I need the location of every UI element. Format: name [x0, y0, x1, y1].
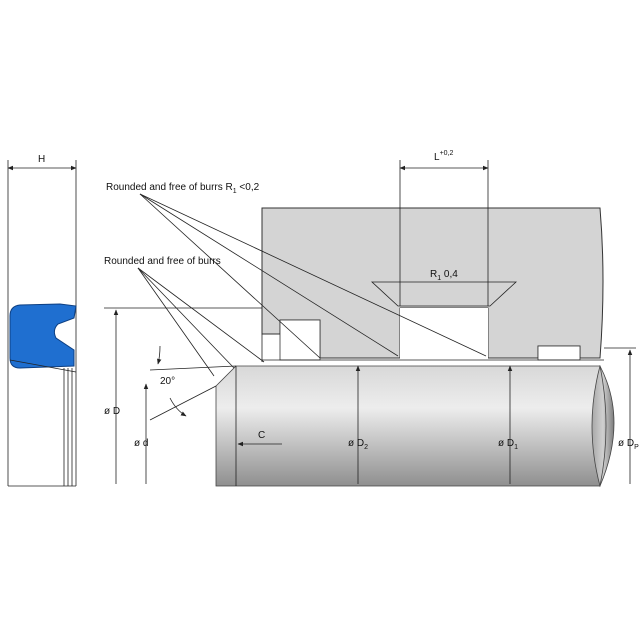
- leader-a: [137, 267, 215, 377]
- r1-label: R1 0,4: [430, 269, 458, 282]
- d1-label: ø D1: [498, 438, 518, 451]
- seal-profile: H: [7, 154, 77, 487]
- angle-ref-line: [149, 365, 237, 371]
- d-inner-label: ø d: [134, 438, 148, 449]
- c-label: C: [258, 430, 265, 441]
- r1-callout-triangle: [370, 281, 518, 307]
- rod-end-edge: [599, 365, 607, 487]
- seal-cross-section: [9, 303, 77, 369]
- dp-label: ø DP: [618, 438, 639, 451]
- h-label: H: [38, 154, 45, 165]
- angle-label: 20°: [160, 376, 175, 387]
- rod: [215, 364, 615, 488]
- leader-b: [137, 267, 235, 369]
- chamfer-angle: 20°: [149, 345, 237, 421]
- leader-c: [137, 267, 265, 363]
- relief-notch: [537, 345, 581, 361]
- d2-label: ø D2: [348, 438, 368, 451]
- groove-area: [400, 308, 488, 360]
- annotation-rounded-r1: Rounded and free of burrs R1 <0,2: [106, 182, 260, 195]
- leader-r1-c: [139, 193, 487, 357]
- l-label: L+0,2: [434, 150, 453, 163]
- annotation-rounded: Rounded and free of burrs: [104, 256, 221, 267]
- angle-arrow-top: [157, 345, 162, 365]
- housing: R1 0,4: [261, 207, 604, 362]
- l-dimension: L+0,2: [399, 150, 489, 306]
- rod-body: [215, 365, 601, 487]
- leader-lines: [137, 193, 487, 377]
- d-outer-label: ø D: [104, 406, 120, 417]
- leader-r1-a: [139, 193, 321, 359]
- diameter-dimensions: ø D ø d ø D2 ø D1 ø DP C: [104, 307, 639, 484]
- angle-chamfer-line: [149, 385, 217, 421]
- angle-arrow-bottom: [169, 397, 187, 417]
- leader-r1-b: [139, 193, 399, 357]
- seal-base-line: [9, 359, 77, 373]
